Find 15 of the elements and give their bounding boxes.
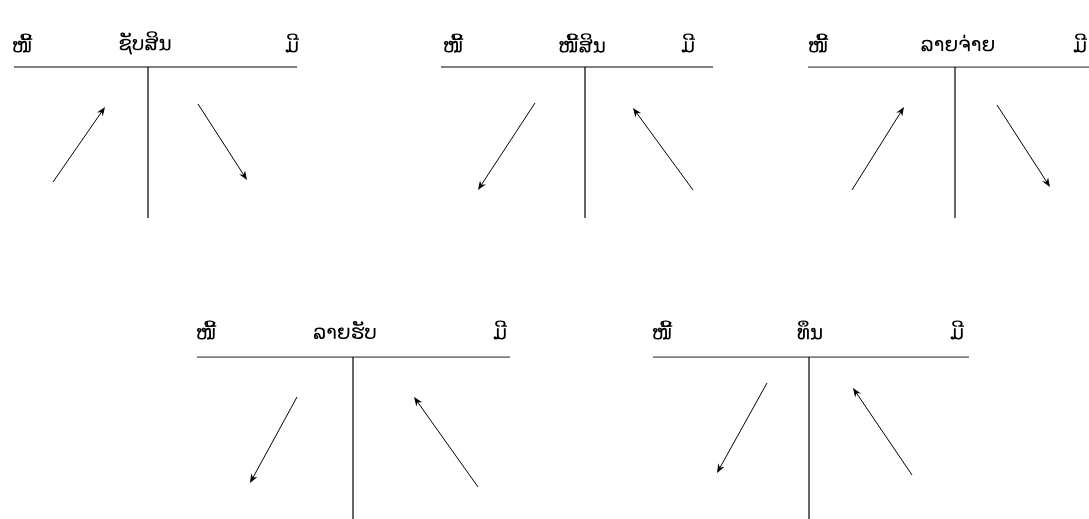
debit-label: ໜີ້ [808,33,829,53]
credit-label: ມີ [681,33,695,53]
debit-label: ໜີ້ [443,33,464,53]
debit-label: ໜີ້ [652,320,673,340]
debit-label: ໜີ້ [12,33,33,53]
credit-label: ມີ [285,33,300,53]
account-title: ຊັບສິນ [119,31,171,55]
credit-label: ມີ [1073,33,1087,53]
account-title: ລາຍຮັບ [313,321,376,339]
account-title: ທຶນ [797,320,822,340]
account-title: ລາຍຈ່າຍ [921,34,994,52]
credit-label: ມີ [493,320,508,340]
credit-label: ມີ [950,320,964,340]
debit-label: ໜີ້ [196,320,217,340]
account-title: ໜີ້ສິນ [559,33,605,53]
